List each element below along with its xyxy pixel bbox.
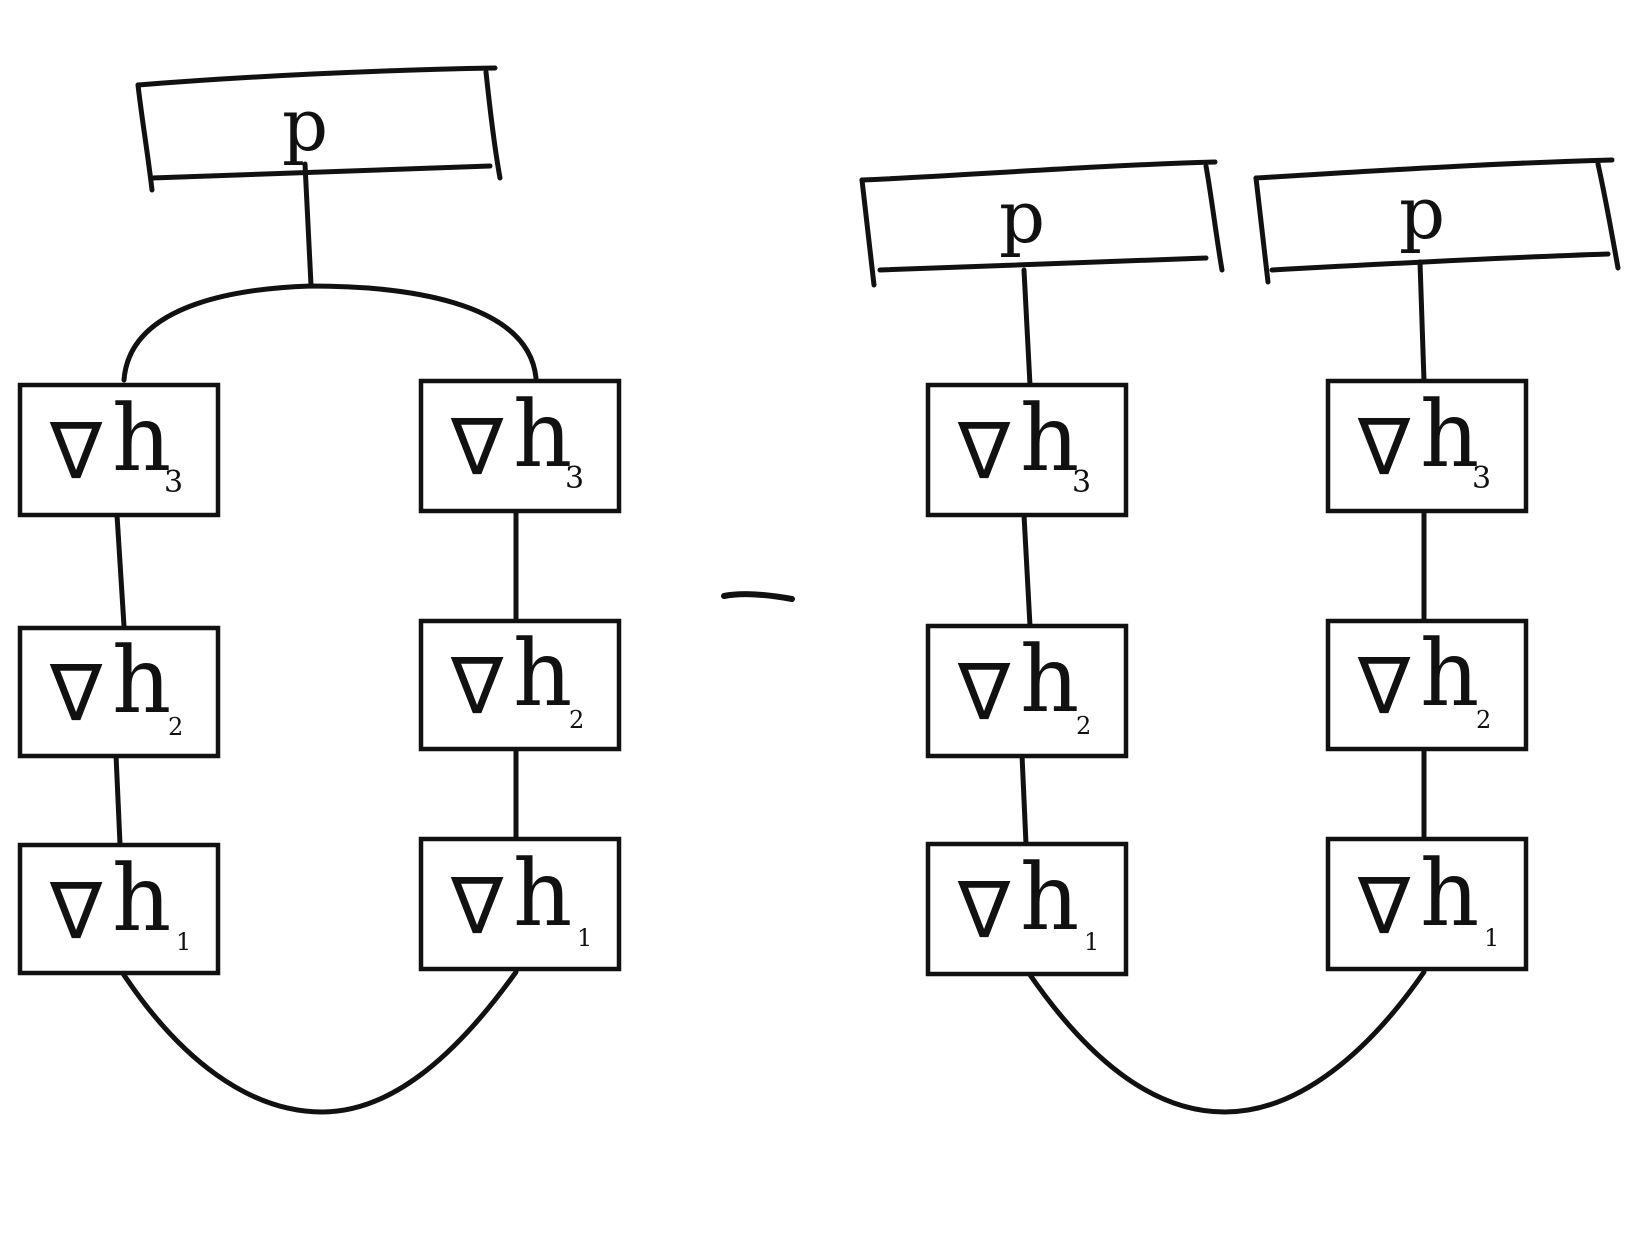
nabla-symbol: ∇ — [1357, 642, 1411, 732]
minus-operator-stroke — [721, 591, 795, 602]
left-col1-link-2-1 — [113, 752, 123, 847]
left-col2-grad-h1-box: ∇ h 1 — [418, 836, 622, 972]
nabla-symbol: ∇ — [450, 403, 504, 493]
nabla-symbol: ∇ — [957, 407, 1011, 497]
h-symbol: h — [112, 627, 171, 734]
nabla-symbol: ∇ — [957, 866, 1011, 956]
left-col1-grad-h2-box: ∇ h 2 — [17, 625, 221, 759]
nabla-symbol: ∇ — [49, 867, 103, 957]
right-col1-link-2-1 — [1019, 752, 1029, 847]
minus-operator: − — [741, 574, 775, 620]
layer-index: 2 — [1476, 706, 1491, 734]
nabla-symbol: ∇ — [450, 642, 504, 732]
left-group: p ∇ h 3 ∇ h 2 ∇ h 1 — [17, 65, 622, 1115]
layer-index: 1 — [176, 928, 191, 956]
h-symbol: h — [1020, 385, 1079, 492]
h-symbol: h — [513, 840, 572, 947]
right-bottom-bridge — [1025, 969, 1427, 1115]
h-symbol: h — [1420, 620, 1479, 727]
h-symbol: h — [112, 385, 171, 492]
layer-index: 1 — [1084, 928, 1099, 956]
layer-index: 3 — [565, 461, 584, 496]
right-col1-grad-h3-box: ∇ h 3 — [925, 382, 1129, 518]
left-col1-grad-h3-box: ∇ h 3 — [17, 382, 221, 518]
right-p-tensor-2: p — [1253, 157, 1621, 285]
nabla-symbol: ∇ — [450, 862, 504, 952]
h-symbol: h — [513, 381, 572, 488]
left-col1-grad-h1-box: ∇ h 1 — [17, 842, 221, 976]
right-col1-grad-h2-box: ∇ h 2 — [925, 623, 1129, 759]
left-top-bridge — [121, 283, 539, 383]
right-col1-grad-h1-box: ∇ h 1 — [925, 841, 1129, 977]
h-symbol: h — [1020, 626, 1079, 733]
layer-index: 3 — [1472, 461, 1491, 496]
right-col2-grad-h1-box: ∇ h 1 — [1325, 836, 1529, 972]
left-col2-grad-h3-box: ∇ h 3 — [418, 378, 622, 514]
right-p-tensor-1: p — [859, 159, 1225, 288]
right-group: p p ∇ h 3 ∇ h 2 — [859, 157, 1621, 1115]
layer-index: 3 — [1072, 465, 1091, 500]
nabla-symbol: ∇ — [1357, 403, 1411, 493]
right-col2-grad-h2-box: ∇ h 2 — [1325, 618, 1529, 752]
right-col1-top-stem — [1021, 267, 1033, 388]
left-bottom-bridge — [119, 969, 519, 1115]
layer-index: 1 — [577, 924, 592, 952]
nabla-symbol: ∇ — [957, 648, 1011, 738]
layer-index: 3 — [164, 465, 183, 500]
right-col2-grad-h3-box: ∇ h 3 — [1325, 378, 1529, 514]
left-col1-link-3-2 — [114, 512, 127, 629]
h-symbol: h — [1420, 840, 1479, 947]
nabla-symbol: ∇ — [1357, 862, 1411, 952]
nabla-symbol: ∇ — [49, 649, 103, 739]
h-symbol: h — [513, 620, 572, 727]
layer-index: 2 — [1076, 712, 1091, 740]
right-p1-label: p — [999, 175, 1045, 259]
layer-index: 1 — [1484, 924, 1499, 952]
layer-index: 2 — [168, 713, 183, 741]
right-col1-link-3-2 — [1021, 512, 1033, 629]
h-symbol: h — [112, 845, 171, 952]
nabla-symbol: ∇ — [49, 407, 103, 497]
left-p-label: p — [282, 83, 328, 167]
left-p-tensor: p — [135, 65, 503, 193]
left-top-stem — [302, 161, 314, 288]
h-symbol: h — [1420, 381, 1479, 488]
left-col2-grad-h2-box: ∇ h 2 — [418, 618, 622, 752]
h-symbol: h — [1020, 844, 1079, 951]
right-col2-top-stem — [1417, 259, 1427, 384]
right-p2-label: p — [1399, 171, 1445, 255]
layer-index: 2 — [569, 706, 584, 734]
